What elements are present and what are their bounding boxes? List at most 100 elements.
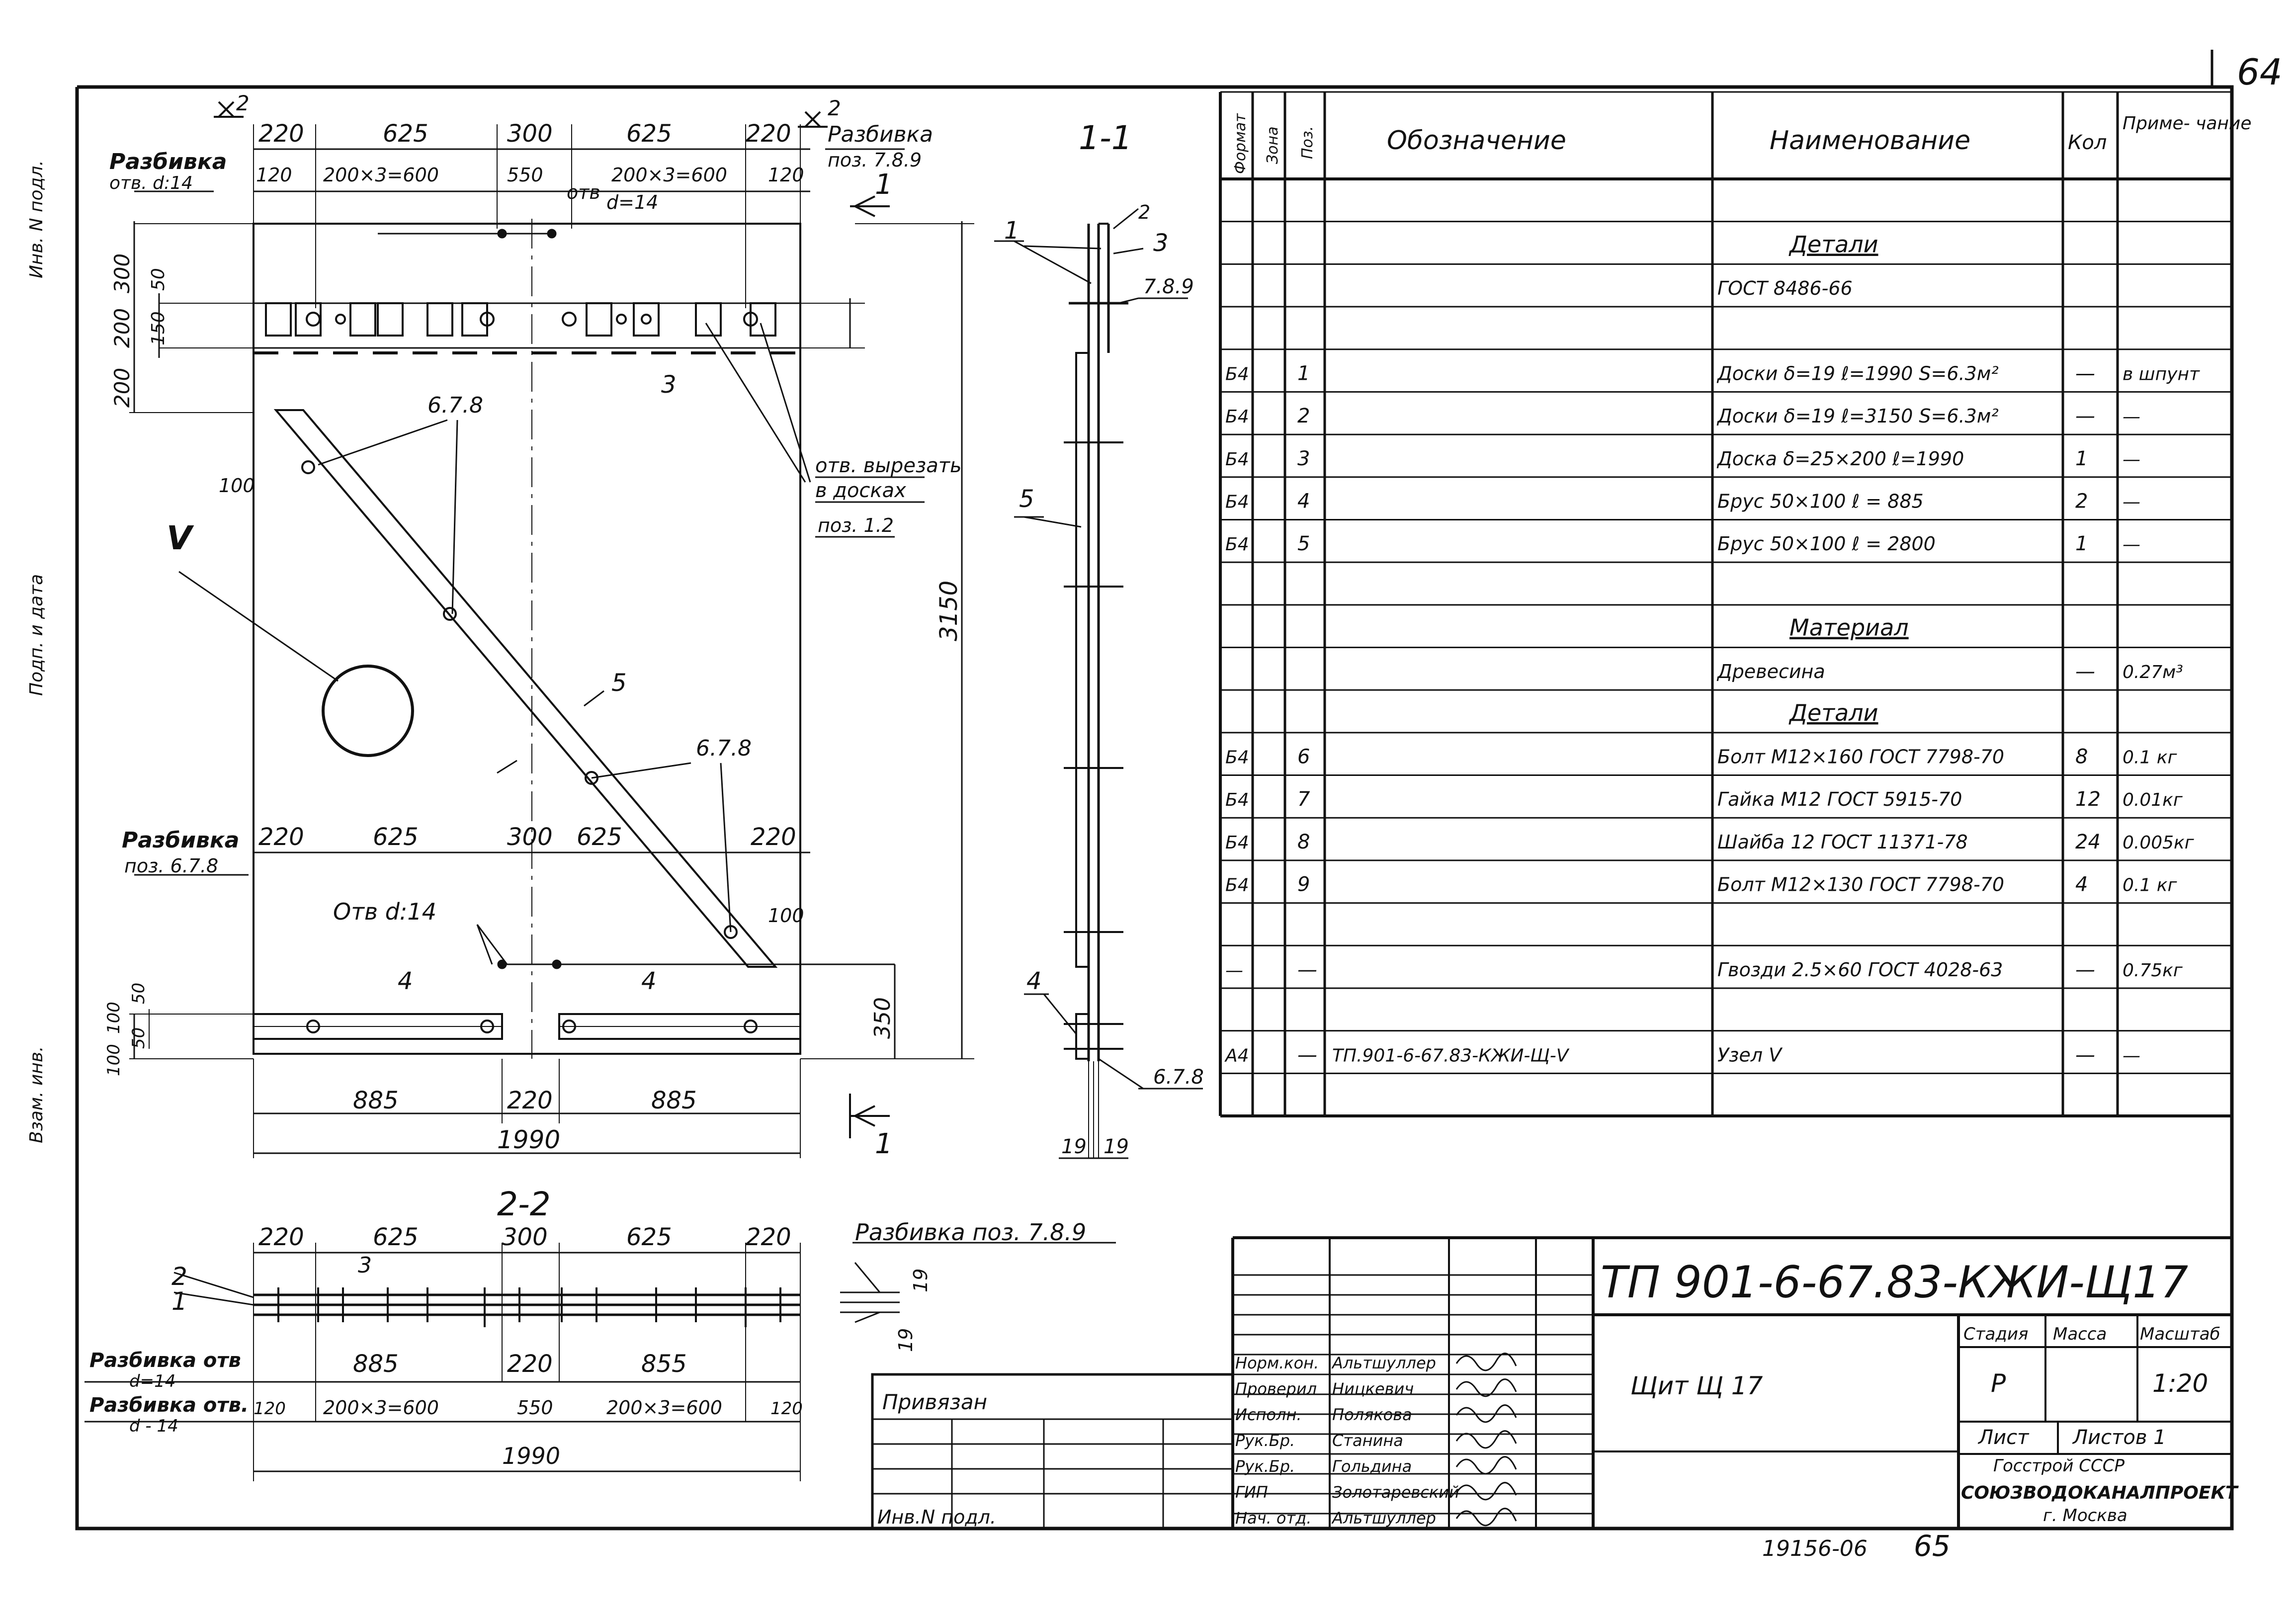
spec-cell-note: — xyxy=(2123,1045,2140,1066)
title-block-text: ТП 901-6-67.83-КЖИ-Щ17 Щит Щ 17 Стадия М… xyxy=(877,1257,2239,1528)
spec-cell-name: Детали xyxy=(1788,231,1878,257)
s2-dim-1: 220 xyxy=(258,1223,304,1251)
spec-cell-qty: — xyxy=(2075,405,2095,427)
spec-cell-note: 0.27м³ xyxy=(2123,662,2183,682)
s2-sub-dim-2: 200×3=600 xyxy=(323,1397,439,1419)
sheet-number: 64 xyxy=(2237,51,2283,93)
pos-5-label: 5 xyxy=(611,669,627,697)
spec-cell-format: Б4 xyxy=(1225,492,1249,512)
left-vdim-200a: 200 xyxy=(110,308,134,348)
spec-cell-format: Б4 xyxy=(1225,534,1249,555)
spec-cell-name: Болт М12×160 ГОСТ 7798-70 xyxy=(1717,746,2004,768)
spec-cell-name: Болт М12×130 ГОСТ 7798-70 xyxy=(1717,874,2004,896)
spec-cell-qty: — xyxy=(2075,958,2095,981)
top-right-title: Разбивка xyxy=(828,122,933,147)
s2-label-19b: 19 xyxy=(895,1328,917,1352)
spec-table-headers: Формат Зона Поз. Обозначение Наименовани… xyxy=(1232,113,2251,174)
s2-dim-3: 300 xyxy=(502,1223,548,1251)
left-vdim-b3: 100 xyxy=(104,1044,124,1076)
spec-cell-name: Гвозди 2.5×60 ГОСТ 4028-63 xyxy=(1717,959,2003,981)
bottom-dim-1: 220 xyxy=(258,823,304,851)
hole-label: отв xyxy=(567,181,600,203)
spec-cell-qty: 1 xyxy=(2075,532,2088,555)
left-vdim-b2: 50 xyxy=(129,983,149,1004)
top-dim-1: 220 xyxy=(258,120,304,148)
s2-sub-dim-4: 200×3=600 xyxy=(606,1397,722,1419)
side-notes: Инв. N подл. Подп. и дата Взам. инв. xyxy=(26,160,47,1143)
signer-role: Проверил xyxy=(1235,1379,1317,1398)
left-vdim-300: 300 xyxy=(110,254,134,293)
mass-label: Масса xyxy=(2053,1324,2107,1344)
total-dim-885-left: 885 xyxy=(353,1087,399,1114)
top-left-sub: отв. d:14 xyxy=(109,173,193,193)
bottom-dim-4: 625 xyxy=(577,823,622,851)
spec-cell-name: Доски δ=19 ℓ=3150 S=6.3м² xyxy=(1716,405,1999,427)
s2-sub-dim-3: 550 xyxy=(517,1397,553,1419)
side-note-1: Инв. N подл. xyxy=(26,160,47,278)
s1-label-789: 7.8.9 xyxy=(1143,275,1194,298)
s1-label-4: 4 xyxy=(1026,967,1042,995)
spec-cell-name: Древесина xyxy=(1716,661,1825,682)
spec-cell-pos: 7 xyxy=(1297,788,1310,811)
sheets-label: Листов 1 xyxy=(2072,1426,2166,1449)
spec-cell-note: 0.005кг xyxy=(2123,833,2195,853)
org-3: г. Москва xyxy=(2043,1506,2127,1526)
signer-name: Полякова xyxy=(1332,1405,1412,1424)
spec-cell-pos: 8 xyxy=(1297,831,1310,853)
s1-label-678: 6.7.8 xyxy=(1153,1066,1204,1089)
member-4-left: 4 xyxy=(398,967,413,995)
signature-icon xyxy=(1455,1353,1517,1371)
title-block xyxy=(871,1236,2232,1530)
top-sub-dim-1: 120 xyxy=(256,164,292,186)
spec-cell-name: Узел V xyxy=(1717,1044,1783,1066)
s1-label-19b: 19 xyxy=(1104,1135,1129,1158)
s2-left-2: Разбивка отв. xyxy=(89,1394,249,1417)
signer-role: Норм.кон. xyxy=(1235,1354,1319,1372)
spec-cell-qty: 2 xyxy=(2075,490,2088,512)
top-sub-dim-2: 200×3=600 xyxy=(323,164,439,186)
stage-label: Стадия xyxy=(1963,1324,2028,1344)
section-2-2-title: 2-2 xyxy=(497,1185,551,1223)
spec-cell-note: — xyxy=(2123,449,2140,470)
signer-name: Ницкевич xyxy=(1332,1379,1414,1398)
panel-outline xyxy=(253,223,801,1055)
hdr-format: Формат xyxy=(1232,113,1249,174)
top-left-title: Разбивка xyxy=(109,149,227,174)
spec-cell-name: Доски δ=19 ℓ=1990 S=6.3м² xyxy=(1716,362,1999,384)
hdr-qty: Кол xyxy=(2068,131,2107,154)
section-1-1-title: 1-1 xyxy=(1079,119,1132,157)
s1-label-1: 1 xyxy=(1004,217,1020,245)
s2-label-3: 3 xyxy=(358,1253,372,1278)
spec-cell-designation: ТП.901-6-67.83-КЖИ-Щ-V xyxy=(1332,1045,1570,1066)
s2-mid-dim-1: 885 xyxy=(353,1350,399,1378)
spec-cell-note: 0.1 кг xyxy=(2123,875,2177,896)
spec-cell-name: Гайка М12 ГОСТ 5915-70 xyxy=(1717,788,1962,810)
left-vdim-b1: 100 xyxy=(104,1002,124,1034)
signer-role: Рук.Бр. xyxy=(1235,1457,1295,1476)
spec-cell-note: — xyxy=(2123,407,2140,427)
hdr-designation: Обозначение xyxy=(1387,126,1566,156)
hole-diam: d=14 xyxy=(606,191,658,213)
spec-cell-pos: 6 xyxy=(1297,746,1310,768)
spec-cell-format: Б4 xyxy=(1225,449,1249,470)
s1-label-3: 3 xyxy=(1153,229,1169,257)
s1-label-19a: 19 xyxy=(1061,1135,1087,1158)
panel-elevation xyxy=(129,101,974,1158)
s2-label-2: 2 xyxy=(171,1262,187,1291)
archive-number: 19156-06 xyxy=(1762,1536,1868,1561)
s2-dim-4: 625 xyxy=(626,1223,672,1251)
spec-cell-qty: 8 xyxy=(2075,746,2088,768)
s1-label-2: 2 xyxy=(1138,201,1150,223)
spec-cell-note: 0.1 кг xyxy=(2123,748,2177,768)
spec-cell-name: Брус 50×100 ℓ = 2800 xyxy=(1717,533,1936,555)
spec-cell-format: Б4 xyxy=(1225,364,1249,384)
cut-out-label-2: в досках xyxy=(815,479,906,502)
node-v-circle xyxy=(322,665,414,757)
bottom-left-sub: поз. 6.7.8 xyxy=(124,855,218,877)
cut-out-label-3: поз. 1.2 xyxy=(818,514,894,536)
bottom-hole-label: Отв d:14 xyxy=(333,898,436,925)
spec-cell-qty: 4 xyxy=(2075,873,2088,896)
signer-name: Станина xyxy=(1332,1431,1403,1450)
